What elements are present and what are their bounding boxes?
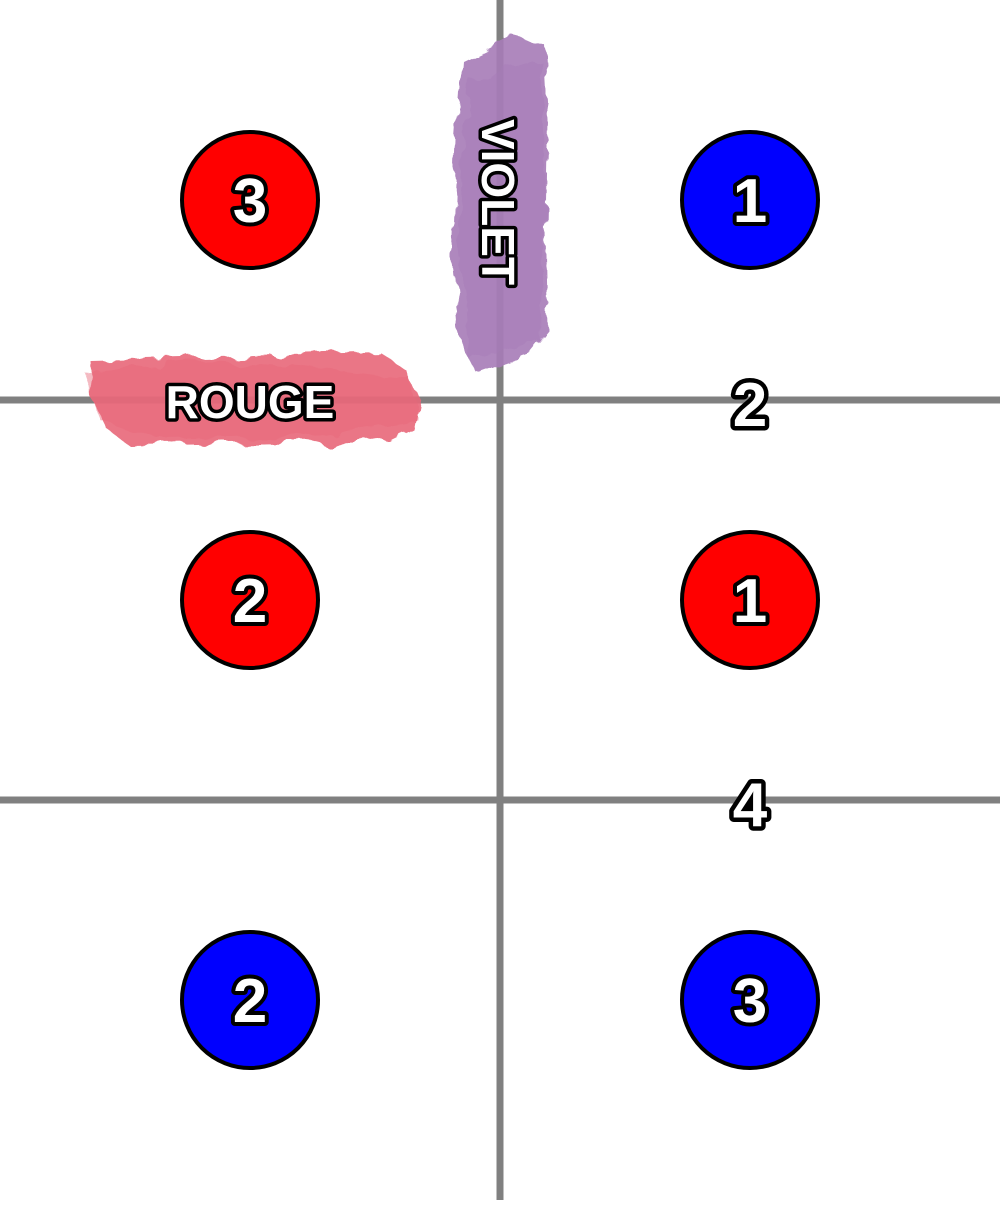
token-number: 2	[233, 567, 267, 636]
token-blue-3: 3	[680, 930, 820, 1070]
token-circle	[180, 930, 320, 1070]
rouge-label: ROUGE	[166, 376, 335, 428]
violet-swatch: VIOLET	[452, 36, 548, 372]
rouge-swatch: ROUGE	[84, 352, 420, 446]
token-blue-1: 1	[680, 130, 820, 270]
token-red-1: 1	[680, 530, 820, 670]
token-number: 2	[233, 967, 267, 1036]
token-circle	[680, 130, 820, 270]
token-blue-2: 2	[180, 930, 320, 1070]
token-circle	[180, 130, 320, 270]
token-circle	[680, 930, 820, 1070]
token-number: 1	[733, 567, 767, 636]
token-red-2: 2	[180, 530, 320, 670]
token-number: 3	[233, 167, 267, 236]
token-red-3: 3	[180, 130, 320, 270]
line-label-4: 4	[733, 771, 768, 840]
token-circle	[680, 530, 820, 670]
violet-label: VIOLET	[472, 119, 524, 285]
token-number: 1	[733, 167, 767, 236]
token-circle	[180, 530, 320, 670]
line-label-2: 2	[733, 371, 767, 440]
token-number: 3	[733, 967, 767, 1036]
